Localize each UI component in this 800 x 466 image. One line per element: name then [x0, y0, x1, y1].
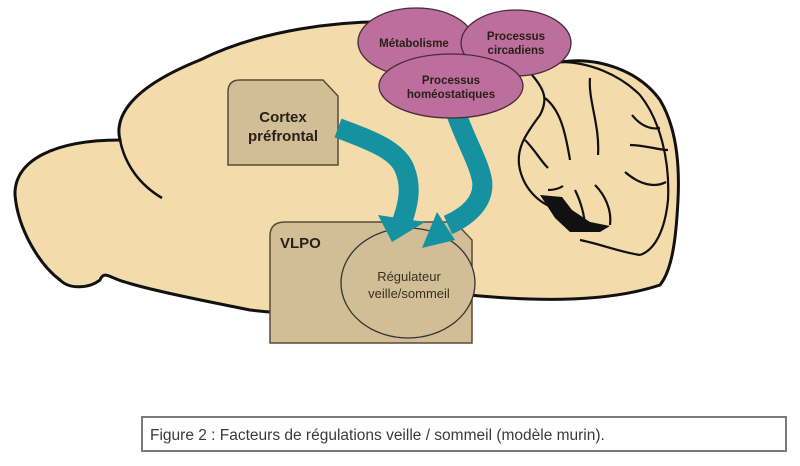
factor-homeostatiques-label-line2: homéostatiques — [407, 89, 495, 101]
arrow-cortex-to-regulator — [334, 118, 425, 242]
factor-circadiens-label-line1: Processus — [487, 31, 545, 43]
regulator-label-line1: Régulateur — [377, 269, 441, 284]
factor-homeostatiques-label-line1: Processus — [422, 75, 480, 87]
cortex-label-line2: préfrontal — [248, 128, 318, 145]
figure-caption: Figure 2 : Facteurs de régulations veill… — [141, 416, 787, 452]
ventricle-shape — [540, 195, 610, 232]
factor-homeostatiques — [378, 53, 524, 119]
figure-caption-text: Figure 2 : Facteurs de régulations veill… — [150, 427, 605, 444]
factor-metabolisme-label: Métabolisme — [379, 38, 449, 50]
factor-circadiens-label-line2: circadiens — [488, 45, 545, 57]
brain-diagram: Cortex préfrontal VLPO Régulateur veille… — [13, 7, 680, 344]
cortex-label-line1: Cortex — [259, 109, 307, 126]
vlpo-label: VLPO — [280, 235, 321, 252]
regulator-label-line2: veille/sommeil — [368, 286, 450, 301]
arrow-homeostatic-to-regulator — [422, 106, 493, 248]
brain-fold-frontal — [118, 139, 163, 200]
